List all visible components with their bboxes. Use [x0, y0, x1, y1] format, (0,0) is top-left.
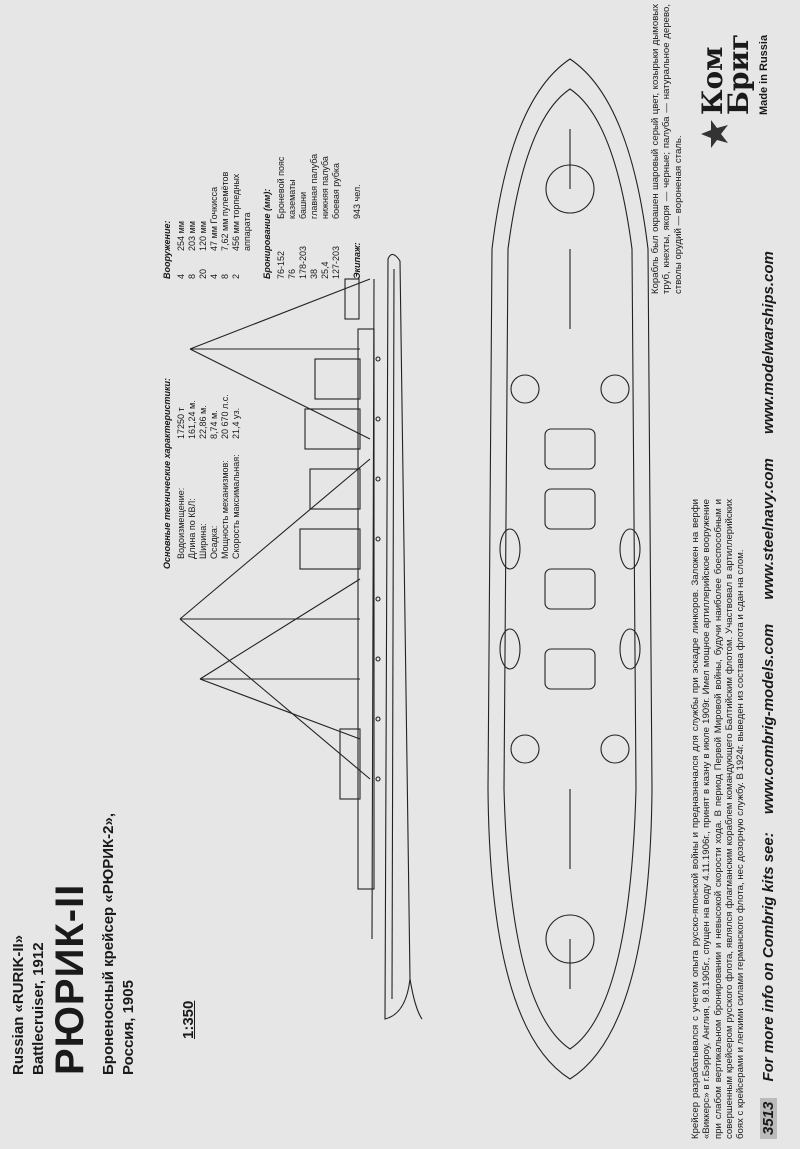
armour-row: 127-203боевая рубка — [331, 162, 341, 279]
spec-value: 22,86 м. — [198, 405, 208, 439]
armour-row: 25,4нижняя палуба — [320, 156, 330, 279]
armament-row: 2456 мм торпедных — [231, 173, 241, 279]
spec-value: 21,4 уз. — [231, 407, 241, 439]
spec-value: 8,74 м. — [209, 410, 219, 439]
spec-label: Длина по КВЛ: — [187, 498, 197, 559]
title-english-line2: Battlecruiser, 1912 — [30, 942, 47, 1075]
spec-row: Длина по КВЛ: 161,24 м. — [187, 394, 198, 559]
armament-row: аппарата — [242, 212, 252, 251]
spec-label: Водоизмещение: — [176, 487, 186, 559]
logo-line2: Бриг — [722, 33, 755, 115]
footer-text: For more info on Combrig kits see: — [760, 832, 777, 1082]
spec-row: Водоизмещение: 17250 т — [176, 394, 187, 559]
armour-row: 76-152Броневой пояс — [276, 156, 286, 279]
spec-label: Ширина: — [198, 523, 208, 559]
specs-table: Водоизмещение: 17250 т Длина по КВЛ: 161,2… — [176, 394, 242, 559]
armour-row: 178-203башни — [298, 191, 308, 279]
title-main: РЮРИК-II — [48, 883, 92, 1075]
specs-heading: Основные технические характеристики: — [162, 377, 172, 569]
title-russian-line2: Россия, 1905 — [120, 980, 137, 1075]
armament-row: 4254 мм — [176, 221, 186, 279]
crew-heading: Экипаж: — [352, 242, 362, 279]
spec-label: Скорость максимальная: — [231, 454, 241, 559]
armament-row: 20120 мм — [198, 221, 208, 279]
spec-value: 17250 т — [176, 407, 186, 439]
armour-row: 76казематы — [287, 179, 297, 279]
footer-line: 3513 For more info on Combrig kits see: … — [760, 251, 777, 1139]
crew-value: 943 чел. — [352, 184, 362, 219]
title-english-line1: Russian «RURIK-II» — [10, 934, 27, 1075]
website-steelnavy[interactable]: www.steelnavy.com — [760, 458, 777, 600]
side-profile-drawing — [179, 253, 423, 1020]
website-combrig[interactable]: www.combrig-models.com — [760, 623, 777, 815]
armament-row: 8203 мм — [187, 221, 197, 279]
spec-row: Ширина: 22,86 м. — [198, 394, 209, 559]
spec-row: Осадка: 8,74 м. — [209, 394, 220, 559]
spec-row: Мощность механизмов: 20 670 л.с. — [220, 394, 231, 559]
star-icon — [700, 119, 735, 149]
armament-row: 447 мм Гочкисса — [209, 186, 219, 279]
colors-note: Корабль был окрашен шаровый серый цвет, … — [650, 4, 684, 294]
kit-code: 3513 — [760, 1097, 777, 1139]
armament-row: 87,62 мм пулемётов — [220, 171, 230, 279]
spec-label: Мощность механизмов: — [220, 460, 230, 559]
armament-table: 4254 мм 8203 мм 20120 мм 447 мм Гочкисса… — [176, 172, 253, 279]
made-in-label: Made in Russia — [758, 34, 770, 115]
armour-heading: Бронирование (мм): — [262, 188, 272, 279]
spec-label: Осадка: — [209, 525, 219, 559]
website-modelwarships[interactable]: www.modelwarships.com — [760, 251, 777, 434]
spec-value: 20 670 л.с. — [220, 394, 230, 439]
armour-table: 76-152Броневой пояс 76казематы 178-203ба… — [276, 154, 342, 279]
armament-heading: Вооружение: — [162, 220, 172, 279]
plan-view-drawing — [487, 58, 653, 1080]
armour-row: 38главная палуба — [309, 153, 319, 279]
spec-value: 161,24 м. — [187, 400, 197, 439]
ship-description: Крейсер разрабатывался с учетом опыта ру… — [690, 499, 747, 1139]
spec-row: Скорость максимальная: 21,4 уз. — [231, 394, 242, 559]
title-russian-line1: Броненосный крейсер «РЮРИК-2», — [100, 813, 117, 1075]
